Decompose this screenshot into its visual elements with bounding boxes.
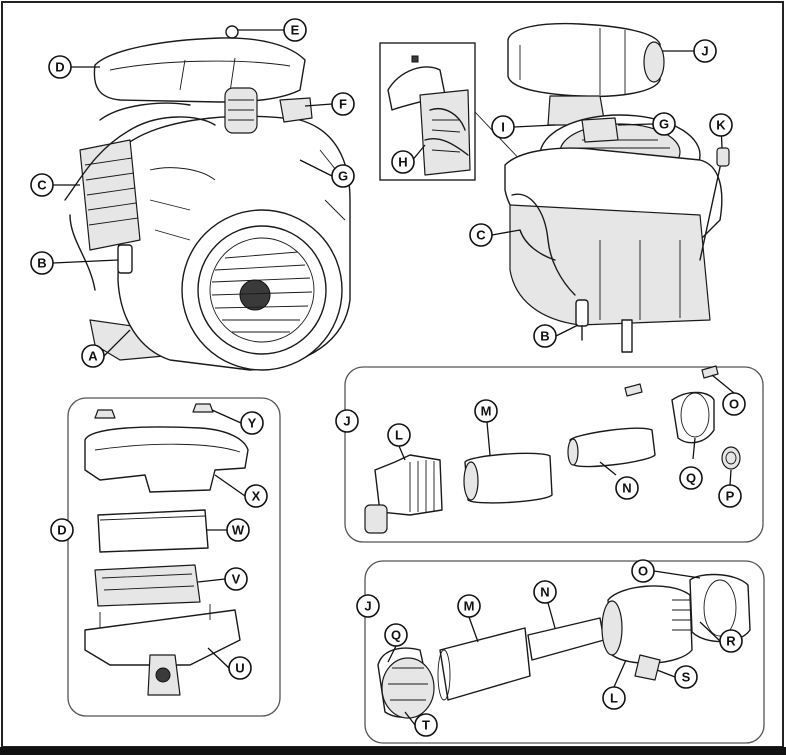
bottom-bar [0, 747, 786, 755]
callout-h: H [391, 150, 415, 174]
svg-text:L: L [610, 691, 618, 706]
callout-p: P [718, 484, 742, 508]
svg-text:R: R [726, 634, 736, 649]
callout-r: R [719, 629, 743, 653]
callout-j-engine: J [693, 39, 717, 63]
svg-text:P: P [726, 489, 735, 504]
svg-text:Q: Q [391, 628, 401, 643]
svg-text:W: W [232, 523, 245, 538]
svg-text:E: E [291, 23, 300, 38]
panel-low-profile-air-cleaner [67, 397, 281, 717]
svg-text:J: J [364, 599, 371, 614]
svg-text:V: V [232, 572, 241, 587]
callout-m-panel2: M [457, 594, 481, 618]
canister-air-cleaner-parts-2 [377, 573, 751, 719]
svg-text:X: X [252, 489, 261, 504]
svg-text:J: J [343, 414, 350, 429]
inset-h-illustration [387, 55, 471, 176]
svg-text:N: N [622, 481, 631, 496]
callout-w: W [226, 518, 250, 542]
svg-text:J: J [701, 44, 708, 59]
callout-k: K [709, 113, 733, 137]
callout-n-panel1: N [615, 476, 639, 500]
svg-text:B: B [540, 329, 549, 344]
svg-text:Q: Q [686, 471, 696, 486]
svg-text:D: D [55, 60, 64, 75]
svg-text:T: T [422, 718, 430, 733]
panel-canister-air-cleaner-1 [344, 366, 764, 543]
callout-e: E [283, 18, 307, 42]
callout-b-twin: B [30, 251, 54, 275]
callout-g-single: G [652, 112, 676, 136]
callout-c-twin: C [30, 173, 54, 197]
callout-t: T [414, 713, 438, 737]
svg-text:Y: Y [248, 416, 257, 431]
canister-air-cleaner-parts-1 [364, 365, 741, 534]
svg-text:G: G [659, 117, 669, 132]
svg-text:C: C [37, 178, 47, 193]
callout-s: S [674, 665, 698, 689]
callout-l-panel2: L [602, 686, 626, 710]
engine-twin-illustration [64, 25, 351, 371]
low-profile-air-cleaner-parts [84, 403, 249, 696]
engine-single-illustration [504, 22, 730, 353]
callout-l-panel1: L [387, 423, 411, 447]
svg-text:K: K [716, 118, 726, 133]
svg-text:I: I [501, 120, 505, 135]
svg-text:C: C [476, 228, 486, 243]
svg-text:F: F [339, 97, 347, 112]
svg-text:M: M [464, 599, 475, 614]
callout-g-twin: G [331, 164, 355, 188]
svg-text:U: U [235, 661, 244, 676]
svg-text:N: N [540, 585, 549, 600]
svg-text:L: L [395, 428, 403, 443]
svg-text:B: B [37, 256, 46, 271]
svg-text:H: H [398, 155, 407, 170]
callout-q-panel2: Q [384, 623, 408, 647]
callout-u: U [228, 656, 252, 680]
callout-o-panel2: O [631, 559, 655, 583]
inset-pointer-line [474, 111, 526, 166]
callout-o-panel1: O [722, 392, 746, 416]
callout-a: A [81, 344, 105, 368]
callout-c-single: C [469, 223, 493, 247]
callout-q-panel1: Q [679, 466, 703, 490]
callout-d-panel: D [50, 518, 74, 542]
callout-j-panel1: J [335, 409, 359, 433]
callout-n-panel2: N [533, 580, 557, 604]
callout-d-engine: D [48, 55, 72, 79]
svg-text:O: O [638, 564, 648, 579]
panel-canister-air-cleaner-2 [364, 560, 765, 744]
svg-text:S: S [682, 670, 691, 685]
svg-text:M: M [481, 404, 492, 419]
svg-text:O: O [729, 397, 739, 412]
svg-text:G: G [338, 169, 348, 184]
callout-i: I [491, 115, 515, 139]
callout-b-single: B [533, 324, 557, 348]
callout-m-panel1: M [474, 399, 498, 423]
callout-v: V [224, 567, 248, 591]
callout-f: F [331, 92, 355, 116]
callout-x: X [244, 484, 268, 508]
svg-text:A: A [88, 349, 98, 364]
callout-y: Y [240, 411, 264, 435]
svg-text:D: D [57, 523, 66, 538]
callout-j-panel2: J [356, 594, 380, 618]
